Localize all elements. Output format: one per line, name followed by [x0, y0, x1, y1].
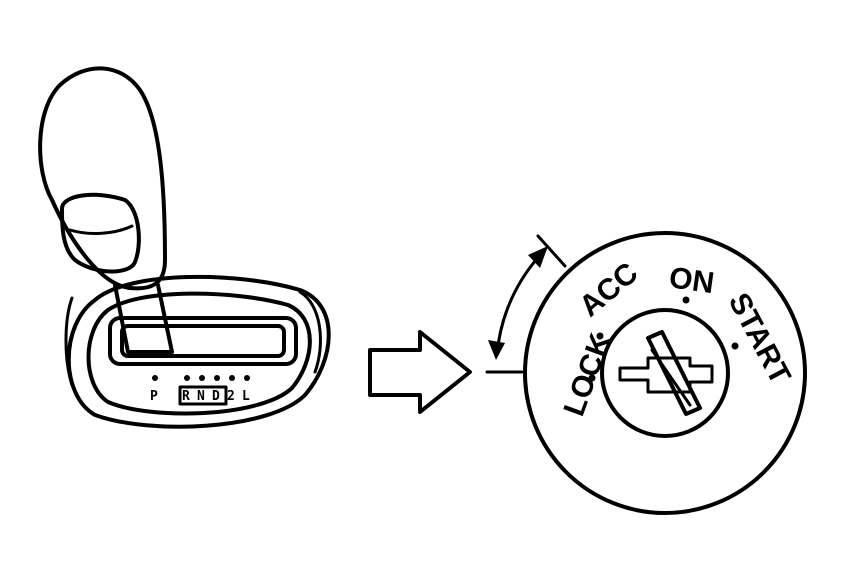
start-position-dot — [731, 342, 739, 350]
gear-indicator-dots — [152, 375, 250, 381]
gear-label-low: L — [242, 389, 250, 404]
ignition-label-acc: ACC — [573, 256, 644, 323]
gear-label-second: 2 — [227, 389, 235, 404]
acc-position-dot — [596, 332, 604, 340]
gear-label-neutral: N — [197, 389, 205, 404]
shifter-knob — [38, 66, 167, 291]
ignition-outer-ring — [523, 231, 807, 515]
key-slot-icon — [618, 356, 714, 394]
console-accent-left — [64, 296, 74, 387]
shifter-stem — [113, 283, 174, 354]
gate-slot-outer — [108, 316, 298, 366]
shift-button-edge — [68, 224, 134, 235]
reference-tick-acc — [536, 234, 567, 268]
ignition-key-cylinder — [600, 308, 730, 438]
rotation-arrowhead-bottom — [488, 340, 505, 360]
rotation-arrowhead-top — [528, 246, 548, 268]
rotation-arc — [495, 248, 547, 357]
right-arrow-icon — [368, 330, 472, 414]
gear-highlight-box — [178, 385, 228, 406]
gear-label-drive: D — [212, 389, 220, 404]
console-bezel-outer — [66, 274, 331, 429]
gear-label-park: P — [150, 389, 158, 404]
gear-selector: P R N D 2 L — [38, 66, 331, 429]
ignition-switch: LOCK ACC ON START — [485, 231, 807, 515]
key-blade-icon — [646, 330, 702, 416]
gear-label-reverse: R — [182, 389, 190, 404]
on-position-dot — [682, 296, 690, 304]
ignition-label-lock: LOCK — [558, 329, 618, 420]
ignition-label-on: ON — [667, 261, 716, 300]
lock-position-dot — [588, 374, 596, 382]
shift-button — [60, 192, 141, 274]
gate-slot-inner — [120, 324, 286, 358]
console-accent-right — [298, 290, 322, 374]
console-plate — [86, 291, 312, 416]
key-blade-groove — [650, 348, 692, 407]
